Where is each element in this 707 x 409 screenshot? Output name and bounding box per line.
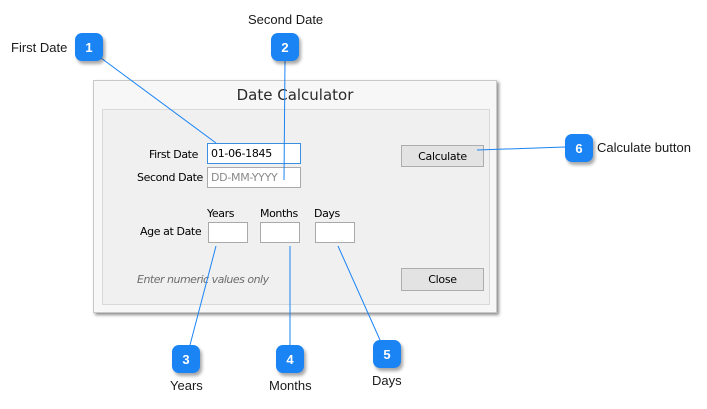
callout-badge-5: 5 <box>373 340 401 368</box>
months-input[interactable] <box>260 222 300 243</box>
callout-label-months: Months <box>269 378 312 393</box>
second-date-label: Second Date <box>137 171 203 184</box>
years-header: Years <box>207 207 235 220</box>
callout-label-first-date: First Date <box>11 40 68 55</box>
callout-badge-1: 1 <box>75 33 103 61</box>
callout-label-second-date: Second Date <box>248 12 324 27</box>
days-header: Days <box>314 207 340 220</box>
callout-badge-3: 3 <box>172 345 200 373</box>
callout-label-days: Days <box>372 373 402 388</box>
numeric-hint: Enter numeric values only <box>137 273 269 286</box>
first-date-input[interactable] <box>207 143 301 164</box>
callout-badge-6: 6 <box>565 134 593 162</box>
years-input[interactable] <box>208 222 248 243</box>
months-header: Months <box>260 207 298 220</box>
client-area: First Date Second Date Years Months Days… <box>102 109 490 305</box>
callout-label-calculate-button: Calculate button <box>597 140 691 155</box>
first-date-label: First Date <box>149 148 198 161</box>
close-button[interactable]: Close <box>401 268 484 291</box>
days-input[interactable] <box>315 222 355 243</box>
calculate-button[interactable]: Calculate <box>401 145 484 167</box>
callout-badge-2: 2 <box>271 33 299 61</box>
age-at-date-label: Age at Date <box>140 225 202 238</box>
date-calculator-window: Date Calculator First Date Second Date Y… <box>93 80 497 313</box>
callout-badge-4: 4 <box>276 345 304 373</box>
callout-label-years: Years <box>170 378 203 393</box>
second-date-input[interactable] <box>207 167 301 188</box>
window-title: Date Calculator <box>236 86 354 104</box>
